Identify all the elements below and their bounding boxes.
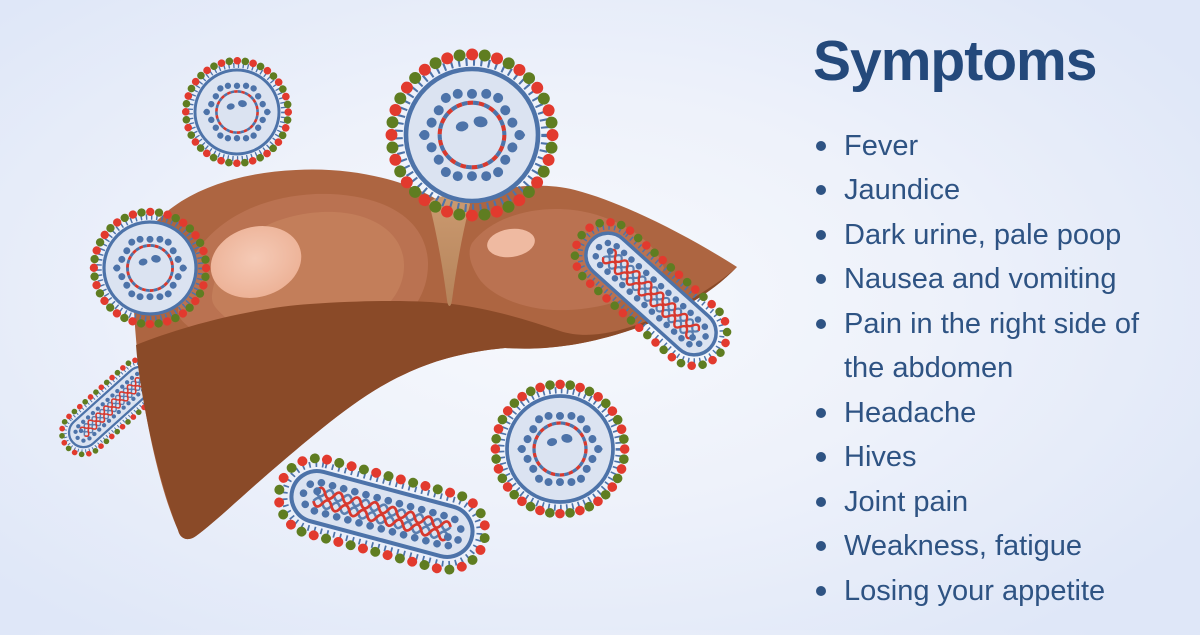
symptom-item-nausea: Nausea and vomiting [813, 257, 1176, 302]
symptom-item-fever: Fever [813, 124, 1176, 169]
symptom-item-dark-urine: Dark urine, pale poop [813, 213, 1176, 258]
symptom-item-headache: Headache [813, 391, 1176, 436]
symptoms-panel: Symptoms Fever Jaundice Dark urine, pale… [813, 29, 1199, 614]
liver-illustration [133, 169, 737, 540]
symptoms-list: Fever Jaundice Dark urine, pale poop Nau… [813, 124, 1199, 614]
hepatitis-virus-round-icon [391, 54, 552, 215]
hepatitis-virus-round-icon [186, 61, 288, 163]
symptom-item-appetite: Losing your appetite [813, 569, 1176, 614]
page-title: Symptoms [813, 29, 1097, 93]
symptom-item-abdominal-pain: Pain in the right side of the abdomen [813, 302, 1176, 391]
hepatitis-virus-round-icon [495, 384, 624, 513]
liver-highlight-right [487, 228, 535, 258]
symptom-item-joint-pain: Joint pain [813, 480, 1176, 525]
hepatitis-virus-rod-icon [270, 450, 494, 579]
liver-underside [136, 267, 737, 540]
symptom-item-hives: Hives [813, 435, 1176, 480]
symptom-item-jaundice: Jaundice [813, 168, 1176, 213]
liver-virus-illustration [0, 0, 780, 635]
symptom-item-weakness: Weakness, fatigue [813, 524, 1176, 569]
liver-highlight-left [210, 226, 302, 298]
liver-ligament [429, 195, 470, 306]
hepatitis-virus-round-icon [94, 212, 206, 324]
illustration-canvas [0, 0, 780, 630]
